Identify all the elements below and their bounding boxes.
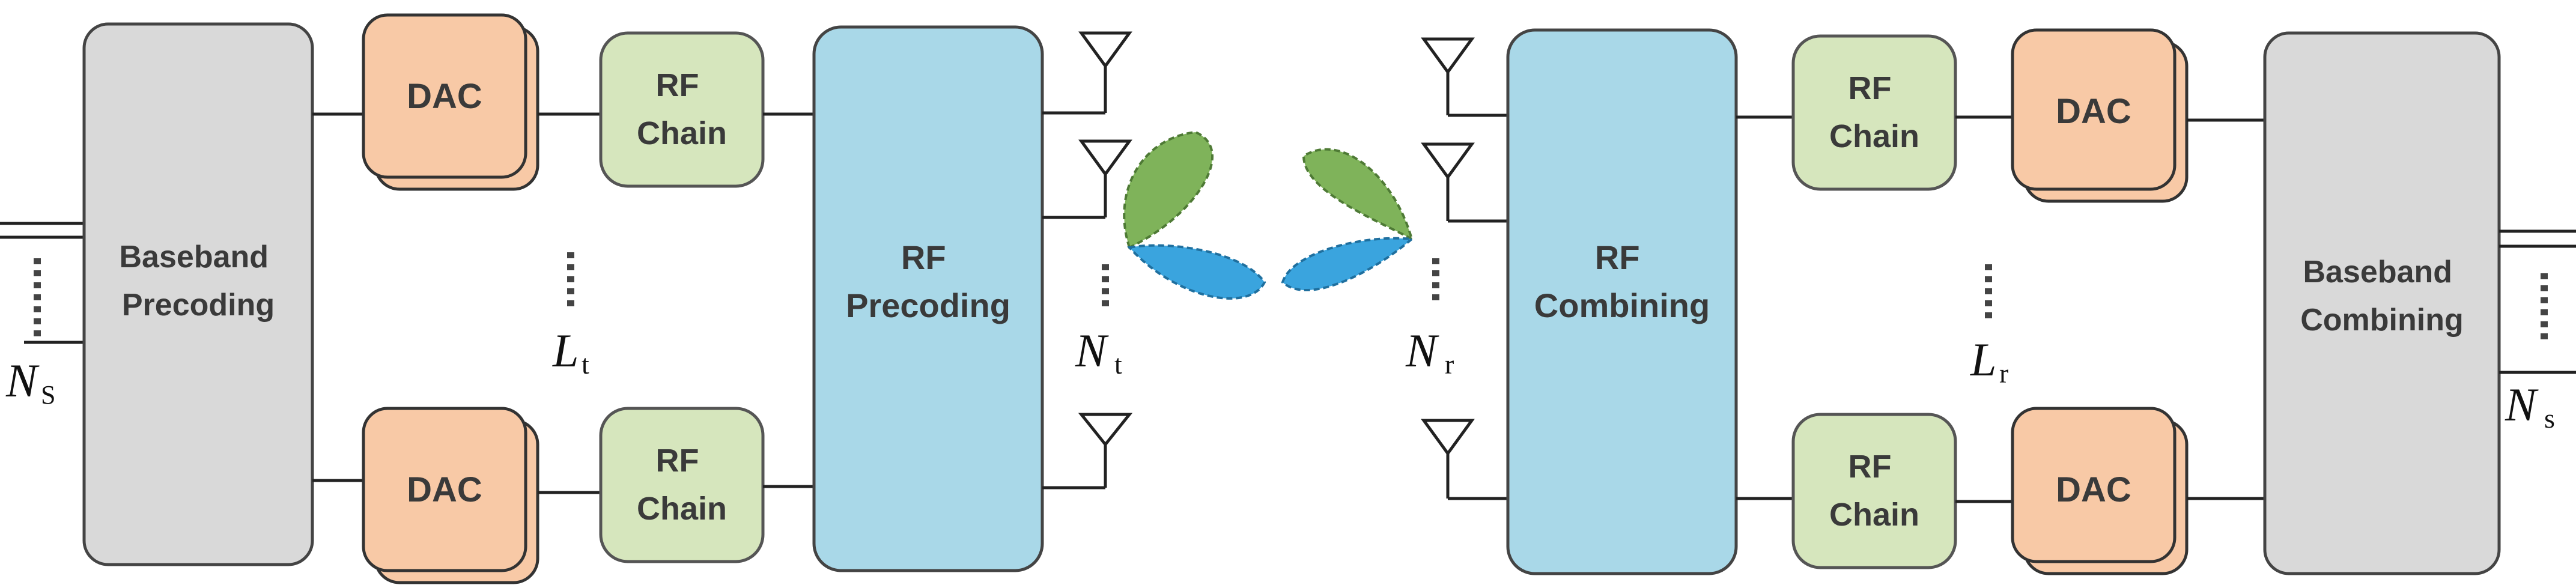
rx-rf-chain-bottom: RF Chain xyxy=(1791,413,1957,569)
tx-input-streams xyxy=(0,222,84,344)
svg-text:r: r xyxy=(1445,349,1454,380)
rx-output-streams xyxy=(2499,229,2576,374)
rx-beam-pattern xyxy=(1281,148,1415,292)
tx-dac-top: DAC xyxy=(362,13,539,191)
svg-text:r: r xyxy=(1999,358,2008,389)
rx-antenna-n xyxy=(1421,419,1508,500)
rx-antenna-2 xyxy=(1421,142,1508,223)
svg-text:RF Combining: RF Combining xyxy=(1534,238,1710,324)
rx-dac-top: DAC xyxy=(2011,28,2189,203)
svg-text:DAC: DAC xyxy=(2056,92,2131,131)
svg-text:DAC: DAC xyxy=(407,77,482,116)
svg-text:RF Chain: RF Chain xyxy=(637,67,727,151)
svg-text:N: N xyxy=(1405,324,1439,377)
tx-beam-pattern xyxy=(1123,130,1266,300)
svg-text:RF Chain: RF Chain xyxy=(637,443,727,527)
tx-dac-bottom: DAC xyxy=(362,407,539,584)
svg-text:t: t xyxy=(582,349,589,380)
tx-antenna-2 xyxy=(1042,139,1132,219)
tx-antennas-label: N t xyxy=(1075,324,1122,380)
tx-antenna-n xyxy=(1042,413,1133,489)
svg-text:L: L xyxy=(1970,333,1996,386)
svg-text:Baseband Combining: Baseband Combining xyxy=(2300,255,2464,338)
svg-text:N: N xyxy=(2505,378,2539,431)
baseband-combining-block: Baseband Combining xyxy=(2263,31,2501,575)
svg-text:s: s xyxy=(2544,403,2555,434)
svg-text:N: N xyxy=(1075,324,1109,377)
svg-text:DAC: DAC xyxy=(2056,470,2131,509)
tx-rf-chain-bottom: RF Chain xyxy=(599,407,765,563)
rx-rf-chain-top: RF Chain xyxy=(1791,34,1957,191)
svg-text:S: S xyxy=(41,380,55,410)
rx-streams-label: N s xyxy=(2505,378,2555,434)
rf-precoding-block: RF Precoding xyxy=(812,25,1044,572)
svg-text:RF Precoding: RF Precoding xyxy=(846,238,1010,324)
svg-text:t: t xyxy=(1114,349,1122,380)
rf-combining-block: RF Combining xyxy=(1506,28,1738,575)
svg-text:N: N xyxy=(5,354,40,407)
svg-text:L: L xyxy=(552,324,579,377)
baseband-precoding-block: Baseband Precoding xyxy=(82,22,314,566)
svg-text:RF Chain: RF Chain xyxy=(1829,449,1919,533)
rx-antennas-label: N r xyxy=(1405,324,1454,380)
svg-text:RF Chain: RF Chain xyxy=(1829,70,1919,154)
rx-dac-bottom: DAC xyxy=(2011,407,2189,575)
baseband-precoding-label: Baseband Precoding xyxy=(120,240,278,323)
svg-text:DAC: DAC xyxy=(407,470,482,509)
tx-rf-chain-top: RF Chain xyxy=(599,31,765,188)
rx-chains-label: L r xyxy=(1970,333,2008,389)
tx-chains-label: L t xyxy=(552,324,589,380)
tx-antenna-1 xyxy=(1042,31,1132,115)
rx-antenna-1 xyxy=(1421,37,1508,117)
tx-streams-label: N S xyxy=(5,354,55,410)
